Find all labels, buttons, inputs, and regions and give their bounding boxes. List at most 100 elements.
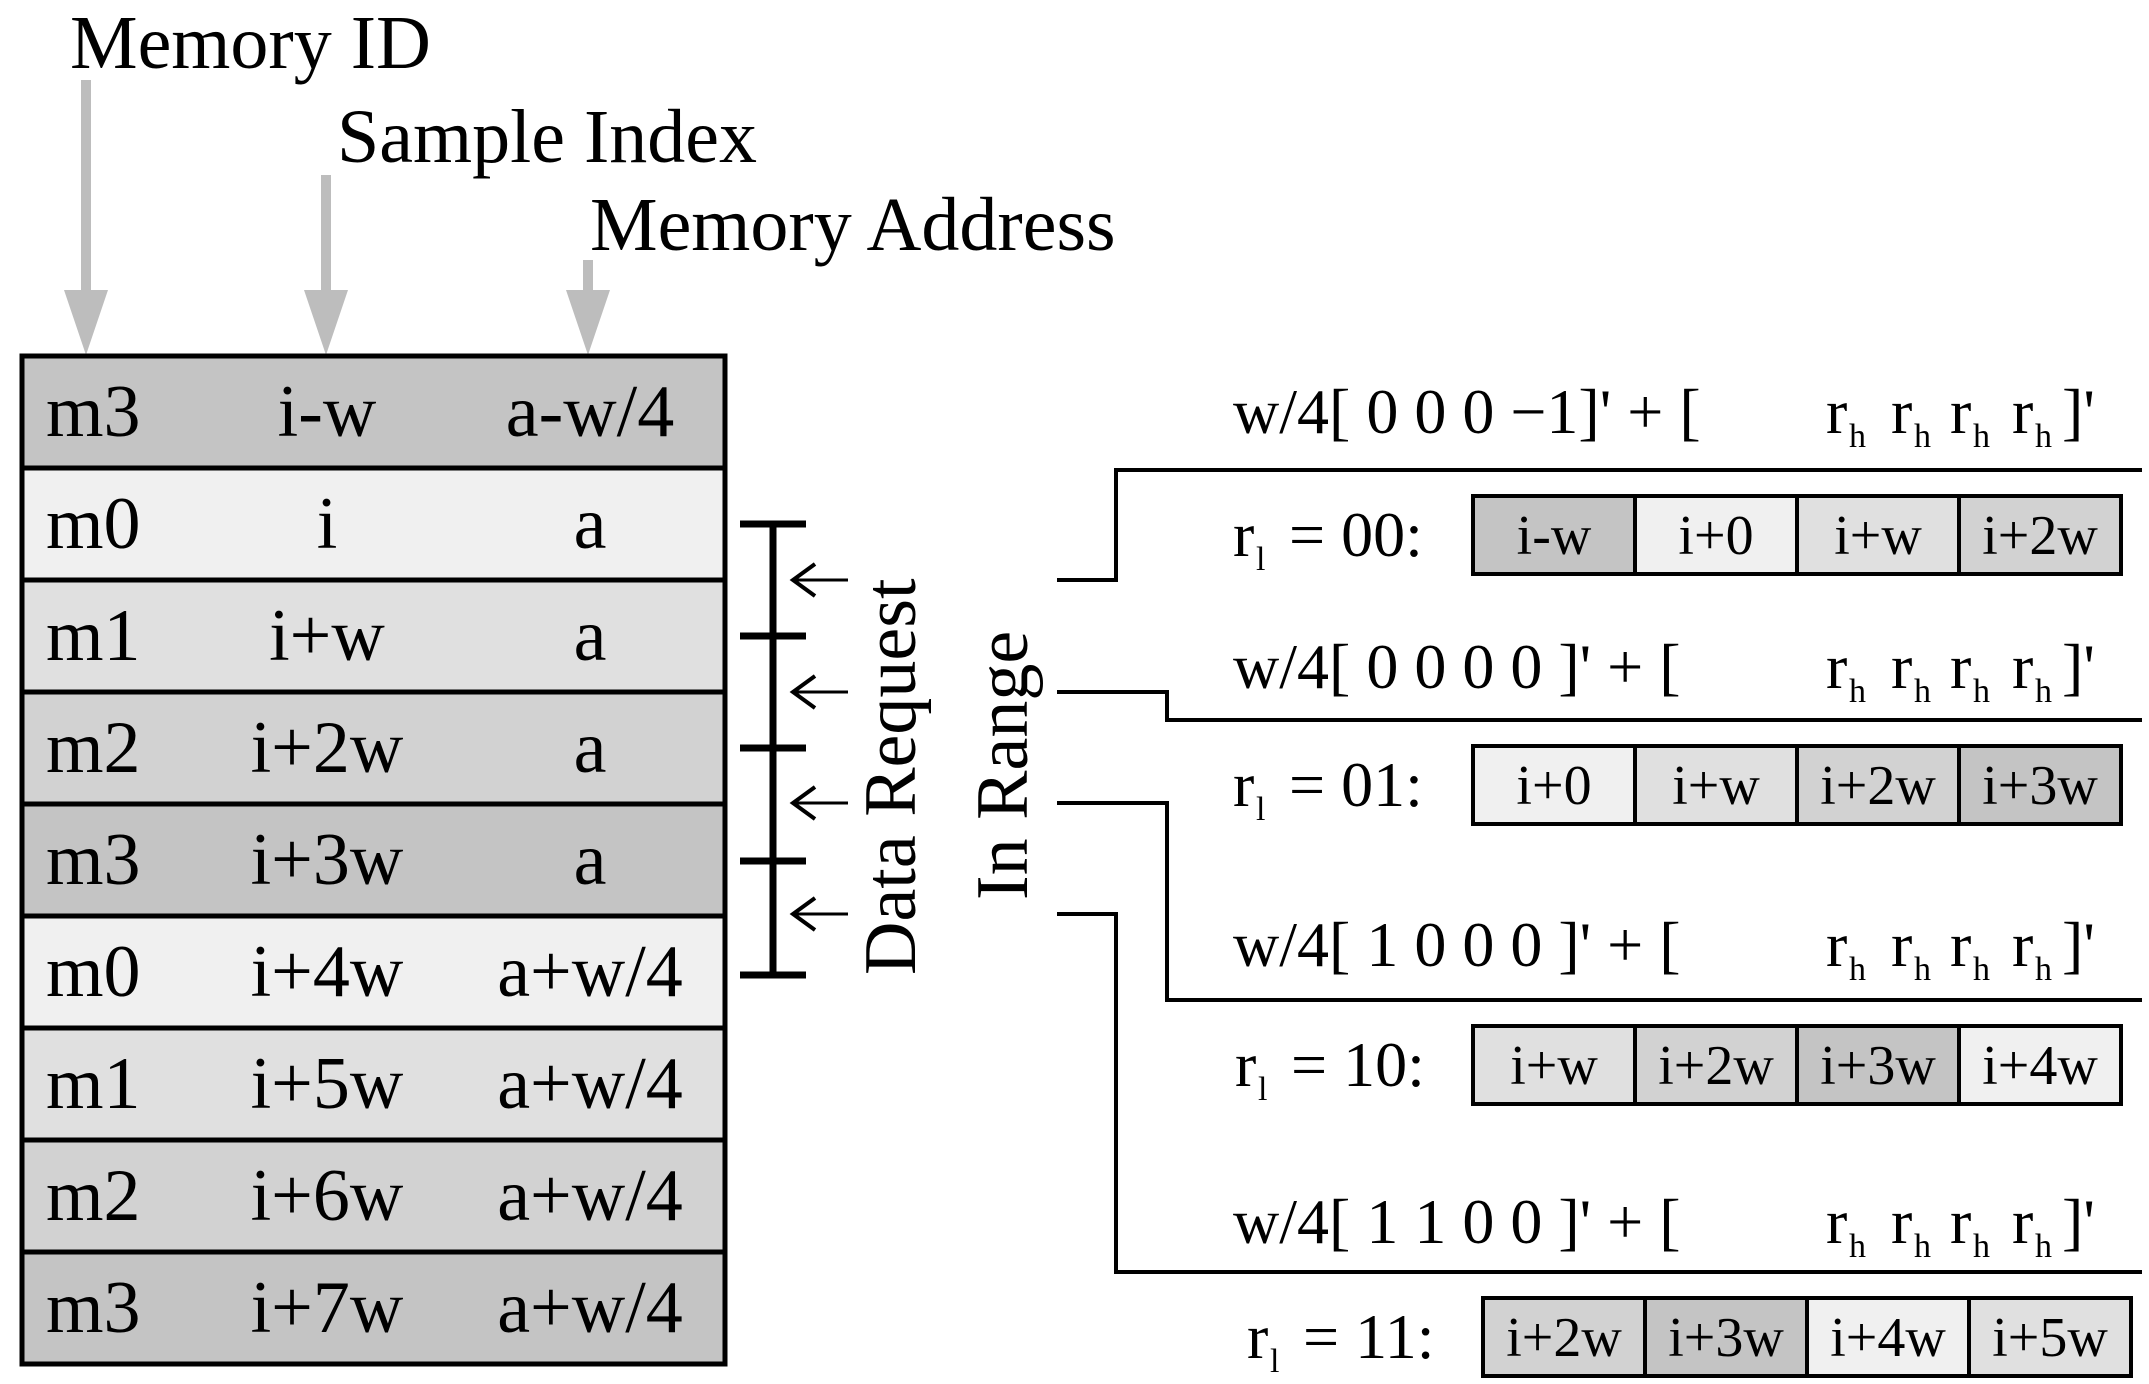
rh-subscript: h [1914,418,1931,455]
rh-symbol: r [1826,909,1847,980]
request-arrow [789,785,848,821]
coefficient-text: w/4[ 0 0 0 0 ]' + [ [1233,631,1681,702]
rh-subscript: h [2035,673,2052,710]
data-request-bracket [740,520,848,979]
in-range-label: In Range [962,631,1044,900]
sample-index-cell: i+4w [251,931,404,1013]
request-arrow-head [789,562,817,598]
output-cell: i+w [1672,755,1760,817]
memory-address-cell: a+w/4 [497,1155,683,1237]
rh-symbol: r [1891,909,1912,980]
rh-symbol: r [1826,1186,1847,1257]
output-cell-bg [1643,1296,1809,1378]
header-memory-address: Memory Address [590,183,1116,267]
request-arrow [789,562,848,598]
rh-subscript: h [1849,951,1866,988]
output-cell-bg [1633,744,1799,826]
memory-id-arrow [64,80,108,355]
bracket-close: ]' [2062,909,2095,980]
output-cell-bg [1957,494,2123,576]
bracket-close: ]' [2062,631,2095,702]
output-cell: i+2w [1820,755,1936,817]
rh-subscript: h [1973,1228,1990,1265]
rh-symbol: r [2012,909,2033,980]
rl-symbol: r [1233,499,1254,570]
memory-address-cell: a+w/4 [497,1043,683,1125]
sample-index-cell: i+6w [251,1155,404,1237]
output-cell: i+5w [1992,1307,2108,1369]
rh-subscript: h [2035,418,2052,455]
sample-index-cell: i+7w [251,1267,404,1349]
rh-symbol: r [2012,631,2033,702]
rl-value: = 10: [1291,1029,1425,1100]
request-arrow-head [789,896,817,932]
rl-subscript: l [1256,791,1265,828]
rh-symbol: r [1891,1186,1912,1257]
header-sample-index: Sample Index [337,95,757,179]
output-cell: i+4w [1830,1307,1946,1369]
output-cell: i+3w [1820,1035,1936,1097]
sample-index-cell: i+5w [251,1043,404,1125]
rh-subscript: h [1914,1228,1931,1265]
output-cell-bg [1471,744,1637,826]
rl-subscript: l [1270,1343,1279,1380]
memory-id-cell: m0 [46,931,141,1013]
rh-subscript: h [1914,673,1931,710]
memory-id-cell: m2 [46,707,141,789]
rh-subscript: h [1849,673,1866,710]
sample-index-arrow [304,175,348,355]
rl-value: = 11: [1303,1301,1435,1372]
rh-subscript: h [1849,1228,1866,1265]
memory-id-cell: m0 [46,483,141,565]
rh-symbol: r [1891,376,1912,447]
memory-address-cell: a [574,819,607,901]
rh-subscript: h [1849,418,1866,455]
table-row-bg [19,577,728,695]
rh-symbol: r [1950,909,1971,980]
memory-address-cell: a+w/4 [497,1267,683,1349]
header-arrows [64,80,610,355]
rh-subscript: h [1973,673,1990,710]
table-row-bg [19,353,728,471]
header-memory-id: Memory ID [70,1,431,85]
memory-address-cell: a [574,483,607,565]
rh-symbol: r [1950,376,1971,447]
rl-symbol: r [1235,1029,1256,1100]
rh-symbol: r [1826,631,1847,702]
rh-symbol: r [1950,631,1971,702]
memory-address-cell: a+w/4 [497,931,683,1013]
request-arrow [789,896,848,932]
output-cell: i-w [1517,505,1592,567]
rh-symbol: r [2012,1186,2033,1257]
bracket-close: ]' [2062,1186,2095,1257]
output-cell: i+2w [1506,1307,1622,1369]
rh-symbol: r [1950,1186,1971,1257]
memory-id-cell: m3 [46,371,141,453]
output-cell: i+4w [1982,1035,2098,1097]
rh-symbol: r [1891,631,1912,702]
table-row-bg [19,1025,728,1143]
sample-index-cell: i-w [278,371,377,453]
bracket-close: ]' [2062,376,2095,447]
memory-address-cell: a [574,595,607,677]
coefficient-text: w/4[ 1 0 0 0 ]' + [ [1233,909,1681,980]
selector-lines [1057,468,2142,1274]
rl-value: = 01: [1289,749,1423,820]
rl-symbol: r [1233,749,1254,820]
sample-index-cell: i+2w [251,707,404,789]
table-row-bg [19,689,728,807]
rh-subscript: h [1973,418,1990,455]
memory-id-cell: m1 [46,595,141,677]
output-cell: i+3w [1982,755,2098,817]
coefficient-text: w/4[ 1 1 0 0 ]' + [ [1233,1186,1681,1257]
output-cell: i+2w [1658,1035,1774,1097]
rh-subscript: h [1973,951,1990,988]
